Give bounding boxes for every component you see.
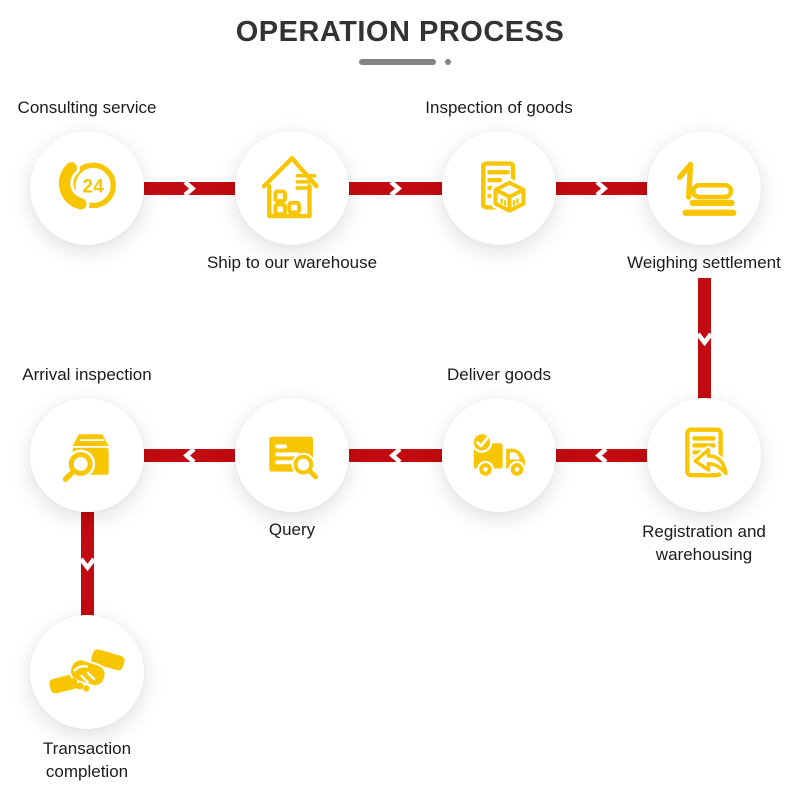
step-transaction-completion: Transaction completion — [30, 615, 144, 781]
flow-arrow-right-3 — [556, 182, 647, 195]
step-inspection-of-goods: Inspection of goods — [425, 98, 573, 245]
step-circle — [442, 131, 556, 245]
title-underline-dot — [445, 59, 451, 65]
package-magnifier-icon — [60, 434, 109, 485]
step-label: Query — [268, 520, 316, 539]
step-ship-to-warehouse: Ship to our warehouse — [207, 131, 377, 272]
step-registration-warehousing: Registration and warehousing — [642, 398, 766, 564]
step-label: Ship to our warehouse — [206, 253, 378, 272]
flow-arrow-down-2 — [81, 512, 94, 618]
step-query: Query — [235, 398, 349, 539]
step-circle — [647, 131, 761, 245]
step-circle: 24 — [30, 131, 144, 245]
step-weighing-settlement: Weighing settlement — [627, 131, 781, 272]
warehouse-house-icon — [261, 156, 319, 219]
flow-arrow-down-1 — [698, 278, 711, 400]
step-label: Inspection of goods — [425, 98, 573, 117]
phone-24-hours-icon: 24 — [55, 159, 116, 213]
flow-arrow-right-1 — [144, 182, 235, 195]
step-label: Weighing settlement — [627, 253, 781, 272]
step-consulting-service: 24 Consulting service — [18, 98, 156, 245]
step-label: Arrival inspection — [22, 365, 152, 384]
step-label: Deliver goods — [447, 365, 551, 384]
step-label: Consulting service — [17, 98, 157, 117]
document-cube-inspection-icon — [481, 161, 528, 216]
flow-arrow-left-1 — [556, 449, 647, 462]
flow-arrow-left-2 — [349, 449, 442, 462]
step-arrival-inspection: Arrival inspection — [22, 365, 152, 512]
title-underline-bar — [359, 59, 436, 65]
step-circle — [235, 131, 349, 245]
registration-document-arrow-icon — [685, 427, 730, 478]
step-label: Transaction completion — [42, 739, 132, 781]
step-deliver-goods: Deliver goods — [442, 365, 556, 512]
flow-arrow-left-3 — [144, 449, 235, 462]
weighing-scale-icon — [677, 161, 737, 216]
delivery-truck-icon — [471, 432, 526, 478]
flow-arrow-right-2 — [349, 182, 442, 195]
step-circle — [442, 398, 556, 512]
query-magnifier-icon — [269, 436, 320, 482]
page-title: OPERATION PROCESS — [235, 16, 565, 48]
step-circle — [30, 398, 144, 512]
step-label: Registration and warehousing — [642, 522, 766, 564]
handshake-icon — [49, 649, 125, 694]
step-circle — [30, 615, 144, 729]
step-circle — [235, 398, 349, 512]
svg-text:24: 24 — [82, 176, 104, 197]
step-circle — [647, 398, 761, 512]
